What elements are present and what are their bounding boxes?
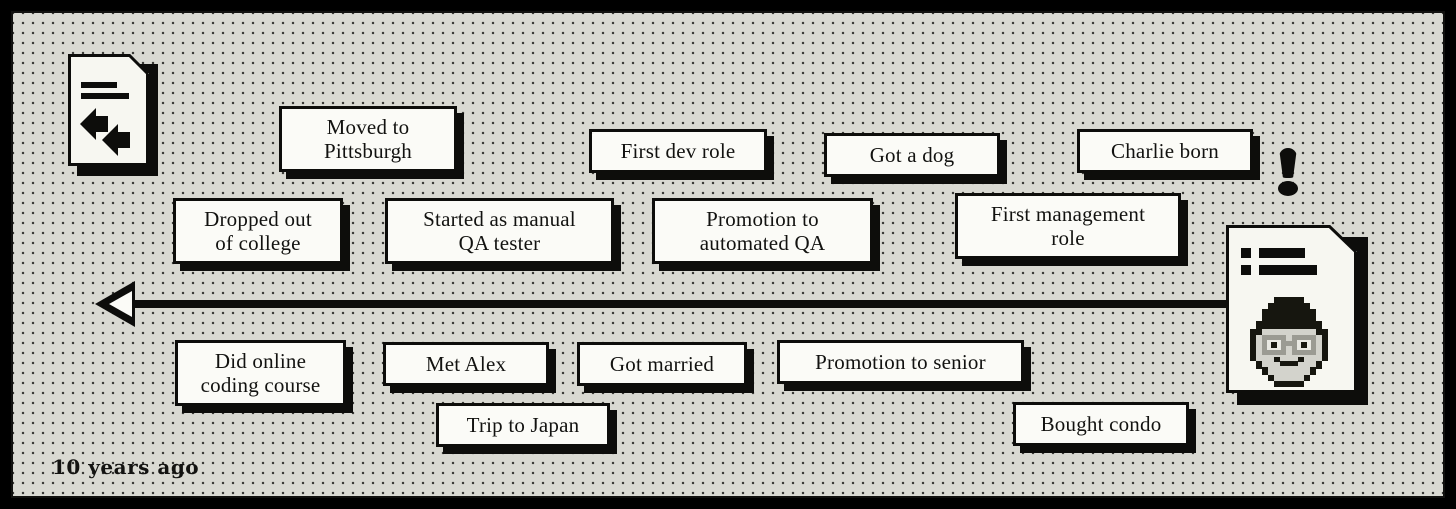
event-card-moved-to-pittsburgh[interactable]: Moved to Pittsburgh (279, 106, 457, 172)
event-card-first-dev-role[interactable]: First dev role (589, 129, 767, 173)
document-profile-icon (1226, 225, 1368, 405)
whiteboard-surface: Moved to Pittsburgh First dev role Got a… (11, 11, 1445, 498)
exclamation-stem (1279, 148, 1297, 178)
event-card-promotion-to-senior[interactable]: Promotion to senior (777, 340, 1024, 384)
event-card-did-online-coding-course[interactable]: Did online coding course (175, 340, 346, 406)
event-card-charlie-born[interactable]: Charlie born (1077, 129, 1253, 173)
timeline-start-label: 10 years ago (52, 455, 200, 479)
timeline-axis (132, 300, 1226, 308)
event-card-met-alex[interactable]: Met Alex (383, 342, 549, 386)
event-card-started-as-manual-qa-tester[interactable]: Started as manual QA tester (385, 198, 614, 264)
event-card-bought-condo[interactable]: Bought condo (1013, 402, 1189, 446)
event-card-trip-to-japan[interactable]: Trip to Japan (436, 403, 610, 447)
event-card-promotion-to-automated-qa[interactable]: Promotion to automated QA (652, 198, 873, 264)
exclamation-dot (1278, 181, 1298, 196)
event-card-dropped-out-of-college[interactable]: Dropped out of college (173, 198, 343, 264)
event-card-got-a-dog[interactable]: Got a dog (824, 133, 1000, 177)
arrowhead-inner (109, 291, 132, 317)
event-card-got-married[interactable]: Got married (577, 342, 747, 386)
document-arrows-icon (68, 54, 158, 176)
avatar-face (1250, 297, 1328, 387)
exclamation-mark-icon (1277, 148, 1299, 196)
event-card-first-management-role[interactable]: First management role (955, 193, 1181, 259)
